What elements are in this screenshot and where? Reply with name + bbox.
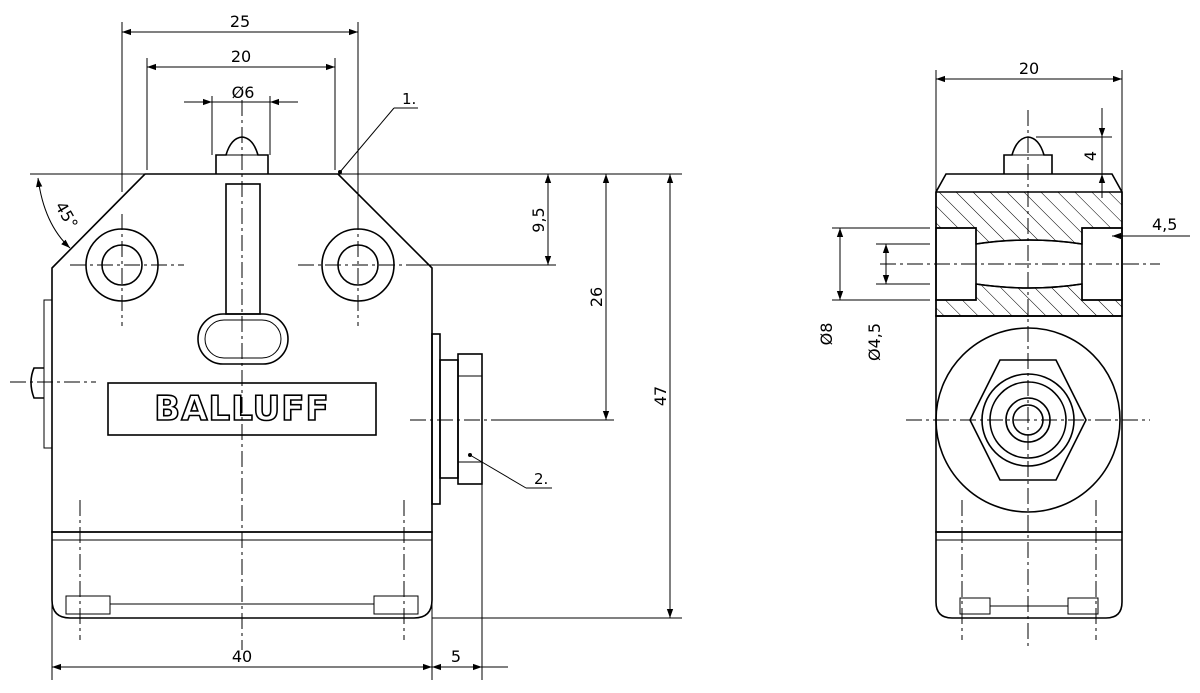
lever-channel — [225, 183, 261, 315]
dim-width-mid: 20 — [231, 47, 251, 66]
dim-width-top: 25 — [230, 12, 250, 31]
dim-height-total: 47 — [651, 386, 670, 406]
left-side-pin — [30, 367, 44, 399]
side-section-hatch — [935, 191, 1123, 245]
oblong-window — [197, 313, 289, 365]
callout-2-label: 2. — [534, 470, 548, 488]
side-foot-right — [1067, 597, 1099, 615]
gland-nut — [457, 353, 483, 485]
gland-collar — [439, 359, 459, 479]
side-base — [935, 531, 1123, 619]
dim-width-base: 40 — [232, 647, 252, 666]
base-foot-left — [65, 595, 111, 615]
brand-logo: BALLUFF — [154, 389, 329, 429]
dim-height-small: 9,5 — [529, 207, 548, 232]
callout-1-leader — [339, 107, 395, 173]
side-dim-width: 20 — [1019, 59, 1039, 78]
dim-offset: 5 — [451, 647, 461, 666]
side-lower-body — [935, 315, 1123, 533]
bore-bottom-curve — [975, 283, 1083, 289]
callout-1-dot — [338, 170, 342, 174]
dim-plunger-dia: Ø6 — [232, 83, 255, 102]
oblong-window-inner — [204, 319, 282, 359]
left-side-strip — [43, 299, 53, 449]
side-dim-hole: 4,5 — [1152, 215, 1177, 234]
side-foot-left — [959, 597, 991, 615]
callout-2-leader — [469, 454, 527, 489]
base-foot-right — [373, 595, 419, 615]
dim-angle: 45° — [51, 198, 82, 232]
gland-flange — [431, 333, 441, 505]
side-dim-bore: Ø4,5 — [865, 323, 884, 361]
side-view: 20 4 4,5 Ø8 Ø4,5 — [817, 59, 1190, 648]
bore-top-curve — [975, 239, 1083, 245]
front-view: BALLUFF 25 20 Ø6 — [10, 12, 682, 680]
dim-height-mid: 26 — [587, 287, 606, 307]
callout-1-label: 1. — [402, 90, 416, 108]
side-dim-counterbore: Ø8 — [817, 323, 836, 346]
angle-arc — [36, 177, 71, 249]
side-dim-plunger-height: 4 — [1081, 151, 1100, 161]
